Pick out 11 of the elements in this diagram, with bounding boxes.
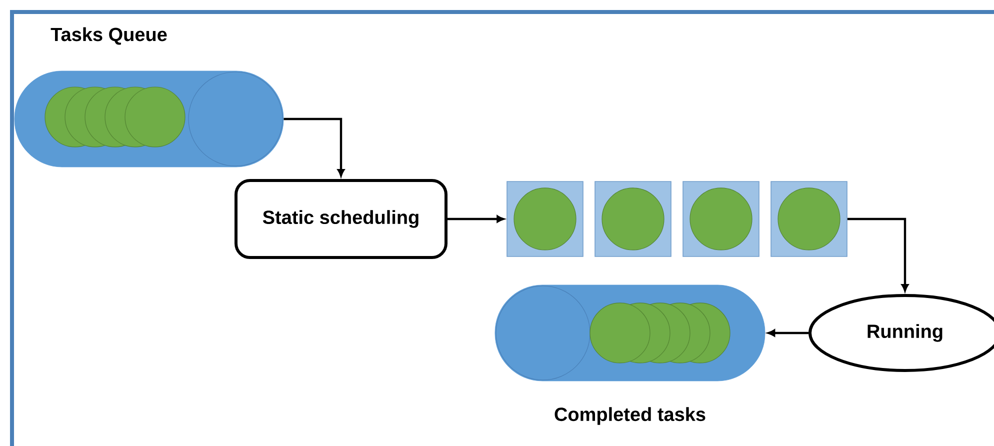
- queue-heading: Tasks Queue: [50, 27, 167, 45]
- task-slot-drawing: [594, 181, 672, 257]
- task-slot-drawing: [506, 181, 584, 257]
- arrow: [768, 329, 808, 337]
- process-box: Static scheduling: [234, 179, 448, 259]
- task-slot-drawing: [682, 181, 760, 257]
- arrow: [847, 218, 909, 292]
- queue-heading: Completed tasks: [554, 407, 706, 425]
- arrow: [284, 118, 345, 176]
- arrow: [448, 215, 504, 223]
- task-slot-drawing: [770, 181, 848, 257]
